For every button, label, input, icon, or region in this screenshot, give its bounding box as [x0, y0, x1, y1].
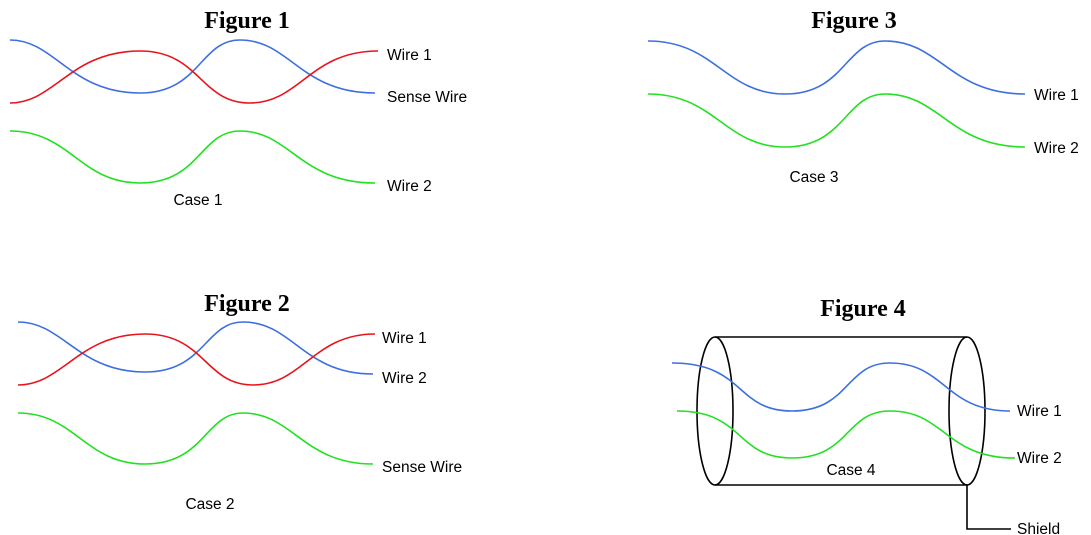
figure-4-label-wire-top: Wire 1 [1017, 403, 1062, 420]
figure-3-label-wire-bottom: Wire 2 [1034, 140, 1079, 157]
figure-2: Figure 2 Wire 1 Wire 2 Sense Wire Case 2 [17, 291, 462, 513]
figure-4-shield-label: Shield [1017, 521, 1060, 535]
figure-1-blue-wire [9, 39, 376, 94]
figure-4-green-wire [676, 410, 1016, 459]
figure-4-label-wire-bottom: Wire 2 [1017, 450, 1062, 467]
figure-1-label-wire-top: Wire 1 [387, 47, 432, 64]
figure-2-label-wire-mid: Wire 2 [382, 370, 427, 387]
figure-1-case-label: Case 1 [173, 192, 222, 209]
figure-4-case-label: Case 4 [826, 462, 875, 479]
figure-1: Figure 1 Wire 1 Sense Wire Wire 2 Case 1 [9, 8, 467, 209]
figure-3-case-label: Case 3 [789, 169, 838, 186]
figure-4-blue-wire [671, 362, 1011, 412]
figure-3-green-wire [647, 93, 1026, 148]
figure-4: Figure 4 Wire 1 Wire 2 Case 4 Shield [671, 296, 1062, 535]
figure-1-title: Figure 1 [204, 8, 290, 34]
figure-2-red-wire [17, 333, 376, 386]
figure-2-title: Figure 2 [204, 291, 290, 317]
figure-3: Figure 3 Wire 1 Wire 2 Case 3 [647, 8, 1079, 186]
figure-2-case-label: Case 2 [185, 496, 234, 513]
figure-1-label-wire-mid: Sense Wire [387, 89, 467, 106]
figure-3-title: Figure 3 [811, 8, 897, 34]
figure-1-red-wire [9, 50, 379, 104]
figure-2-label-wire-top: Wire 1 [382, 330, 427, 347]
figure-4-title: Figure 4 [820, 296, 906, 322]
shield-lead [966, 485, 1011, 530]
figure-3-label-wire-top: Wire 1 [1034, 87, 1079, 104]
shield-right-end [948, 336, 986, 486]
shield-left-end [696, 336, 734, 486]
figure-2-blue-wire [17, 321, 374, 375]
figure-2-label-wire-bottom: Sense Wire [382, 459, 462, 476]
figure-1-green-wire [9, 130, 376, 184]
figure-1-label-wire-bottom: Wire 2 [387, 178, 432, 195]
figure-2-green-wire [17, 412, 374, 465]
figure-3-blue-wire [647, 40, 1026, 95]
